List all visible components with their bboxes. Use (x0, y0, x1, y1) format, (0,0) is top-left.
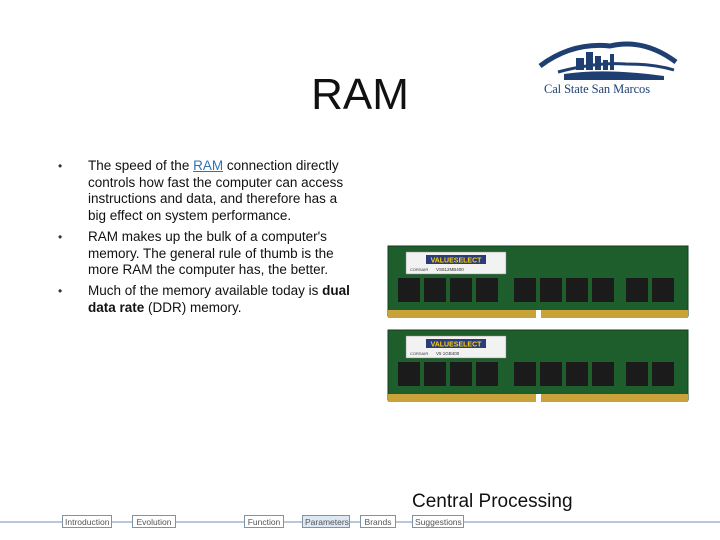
bold-term: dual data rate (88, 282, 350, 315)
bullet-item: Much of the memory available today is du… (56, 283, 356, 316)
ram-link[interactable]: RAM (193, 158, 224, 173)
ram-module-image: VALUESELECT CORSAIR VS512MB400 (387, 245, 689, 320)
nav-evolution[interactable]: Evolution (132, 515, 176, 528)
bullet-text: (DDR) memory. (144, 299, 242, 315)
ram-maker-label: CORSAIR (410, 351, 428, 356)
nav-suggestions[interactable]: Suggestions (412, 515, 464, 528)
ram-brand-label: VALUESELECT (431, 258, 483, 265)
nav-brands[interactable]: Brands (360, 515, 396, 528)
bullet-item: The speed of the RAM connection directly… (56, 158, 356, 225)
bullet-item: RAM makes up the bulk of a computer's me… (56, 229, 356, 279)
section-heading: Central Processing (412, 491, 573, 512)
ram-part-label: VS512MB400 (436, 267, 464, 272)
ram-part-label: V5 1GB400 (436, 351, 460, 356)
skyline-icon (538, 41, 678, 80)
bullet-text: connection directly controls how fast th… (88, 158, 344, 224)
logo-text: Cal State San Marcos (544, 82, 650, 96)
bullet-list: The speed of the RAM connection directly… (56, 158, 356, 320)
ram-maker-label: CORSAIR (410, 267, 428, 272)
nav-introduction[interactable]: Introduction (62, 515, 112, 528)
bullet-text: Much of the memory available today is (88, 282, 323, 298)
nav-parameters[interactable]: Parameters (302, 515, 350, 528)
ram-brand-label: VALUESELECT (431, 342, 483, 349)
bullet-text: RAM makes up the bulk of a computer's me… (88, 228, 334, 278)
cal-state-san-marcos-logo: Cal State San Marcos (536, 36, 680, 98)
ram-module-image: VALUESELECT CORSAIR V5 1GB400 (387, 329, 689, 404)
slide-title: RAM (311, 70, 409, 119)
bullet-text: The speed of the (88, 158, 194, 173)
nav-function[interactable]: Function (244, 515, 284, 528)
